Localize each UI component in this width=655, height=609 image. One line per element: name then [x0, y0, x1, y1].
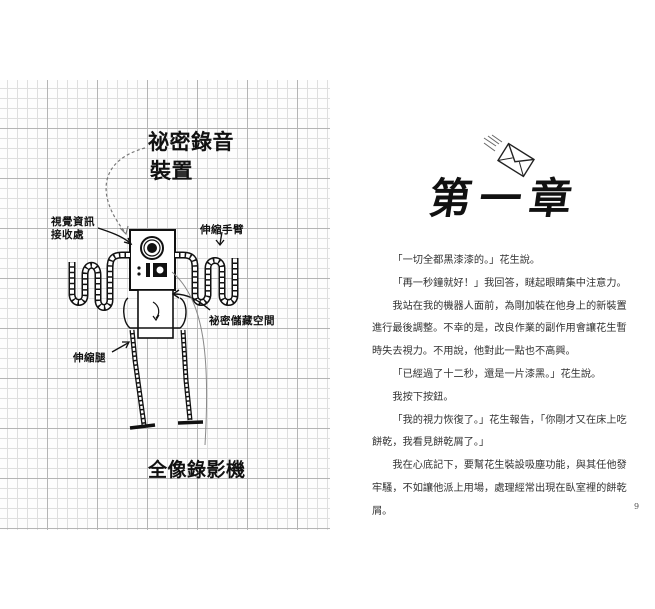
label-secret-recorder-line2: 裝置 — [150, 159, 193, 183]
robot-diagram — [68, 147, 239, 446]
left-telescopic-arm — [68, 251, 130, 311]
secret-storage-box — [137, 289, 174, 339]
paragraph: 「我的視力恢復了。」花生報告，「你剛才又在床上吃餅乾，我看見餅乾屑了。」 — [372, 414, 627, 449]
paragraph: 「一切全都黑漆漆的。」花生說。 — [392, 255, 541, 266]
label-secret-storage: 祕密儲藏空間 — [209, 315, 275, 327]
page-number: 9 — [634, 502, 640, 511]
chapter-body-text: 「一切全都黑漆漆的。」花生說。 「再一秒鐘就好！」我回答，瞇起眼睛集中注意力。 … — [372, 250, 634, 524]
dashed-pointer-arrow — [105, 147, 146, 233]
chapter-title: 第一章 — [426, 174, 584, 223]
label-secret-recorder-line1: 祕密錄音 — [148, 130, 234, 154]
label-telescopic-leg: 伸縮腿 — [73, 352, 106, 364]
label-visual-receiver-line1: 視覺資訊 — [51, 216, 95, 228]
label-telescopic-arm: 伸縮手臂 — [200, 224, 244, 236]
label-visual-receiver-line2: 接收處 — [51, 229, 84, 241]
paragraph: 我按下按鈕。 — [392, 391, 454, 403]
paragraph: 「已經過了十二秒，還是一片漆黑。」花生說。 — [392, 368, 602, 380]
paragraph: 我站在我的機器人面前，為剛加裝在他身上的新裝置進行最後調整。不幸的是，改良作業的… — [372, 300, 627, 358]
robot-eye-pupil — [147, 243, 157, 253]
paragraph: 「再一秒鐘就好！」我回答，瞇起眼睛集中注意力。 — [392, 277, 627, 289]
paragraph: 我在心底記下，要幫花生裝設吸塵功能，與其任他發牢騷，不如讓他派上用場，處理經常出… — [372, 460, 627, 517]
flying-envelope-icon — [483, 134, 535, 178]
label-hologram-recorder: 全像錄影機 — [148, 459, 246, 481]
